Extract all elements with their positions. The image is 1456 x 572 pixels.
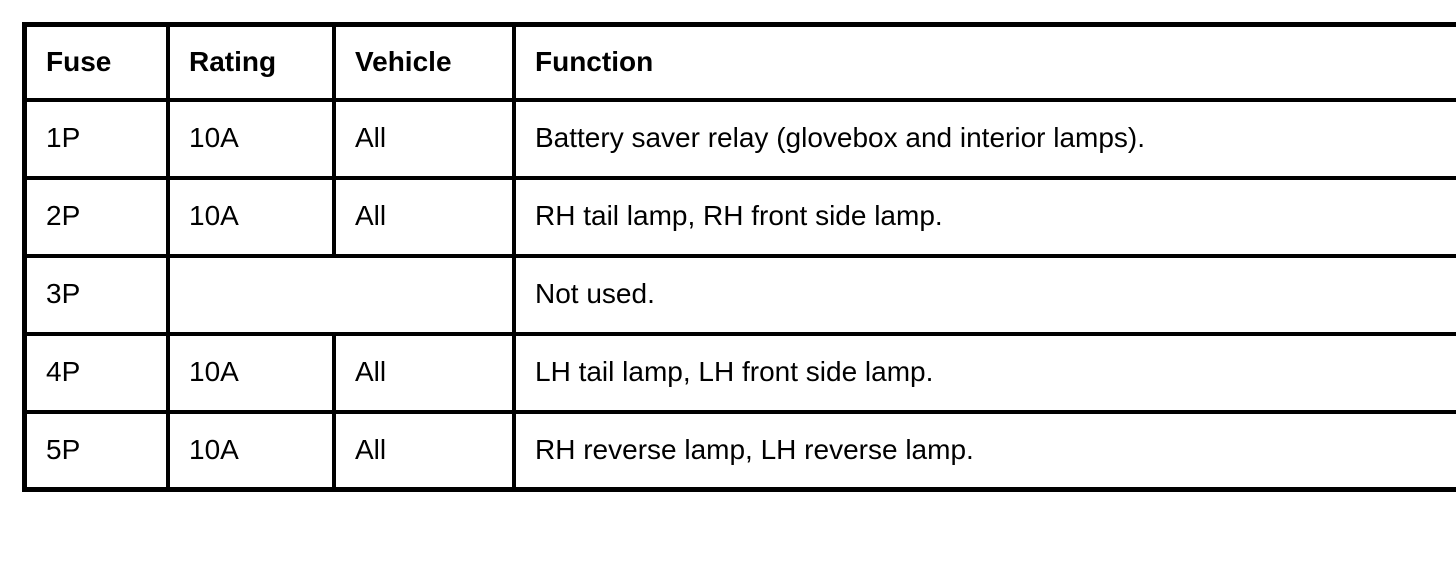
cell-fuse: 5P (22, 409, 170, 492)
header-fuse: Fuse (22, 22, 170, 102)
cell-function: LH tail lamp, LH front side lamp. (512, 331, 1456, 414)
table-row: 5P 10A All RH reverse lamp, LH reverse l… (22, 409, 1456, 492)
table-row: 2P 10A All RH tail lamp, RH front side l… (22, 175, 1456, 258)
table-row: 4P 10A All LH tail lamp, LH front side l… (22, 331, 1456, 414)
cell-function: RH tail lamp, RH front side lamp. (512, 175, 1456, 258)
header-rating: Rating (166, 22, 336, 102)
cell-rating: 10A (166, 97, 336, 180)
fuse-table: Fuse Rating Vehicle Function 1P 10A All … (22, 22, 1456, 492)
cell-rating: 10A (166, 175, 336, 258)
cell-vehicle: All (332, 331, 516, 414)
header-function: Function (512, 22, 1456, 102)
cell-vehicle: All (332, 97, 516, 180)
table-row: 1P 10A All Battery saver relay (glovebox… (22, 97, 1456, 180)
cell-rating: 10A (166, 331, 336, 414)
cell-function: Battery saver relay (glovebox and interi… (512, 97, 1456, 180)
cell-function: Not used. (512, 253, 1456, 336)
cell-function: RH reverse lamp, LH reverse lamp. (512, 409, 1456, 492)
cell-fuse: 2P (22, 175, 170, 258)
cell-vehicle: All (332, 409, 516, 492)
cell-vehicle: All (332, 175, 516, 258)
cell-fuse: 3P (22, 253, 170, 336)
cell-rating-vehicle-merged (166, 253, 516, 336)
cell-rating: 10A (166, 409, 336, 492)
cell-fuse: 1P (22, 97, 170, 180)
cell-fuse: 4P (22, 331, 170, 414)
table-row: 3P Not used. (22, 253, 1456, 336)
header-vehicle: Vehicle (332, 22, 516, 102)
header-row: Fuse Rating Vehicle Function (22, 22, 1456, 102)
